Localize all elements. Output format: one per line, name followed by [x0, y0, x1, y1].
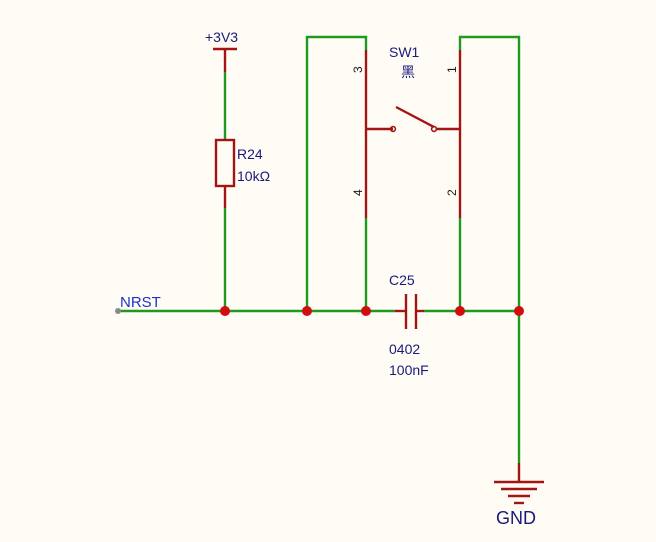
- switch-ref: SW1: [389, 44, 420, 60]
- power-symbol-3v3: +3V3: [205, 29, 238, 72]
- junction-sw-pin4: [361, 306, 371, 316]
- switch-value: 黑: [401, 64, 415, 80]
- junction-gnd: [514, 306, 524, 316]
- net-label-nrst: NRST: [115, 294, 161, 314]
- capacitor-package: 0402: [389, 341, 420, 357]
- switch-pin-1: 1: [445, 66, 459, 73]
- resistor-r24: R24 10kΩ: [214, 138, 270, 208]
- junction-sw-pin2: [455, 306, 465, 316]
- ground-label: GND: [496, 508, 536, 528]
- capacitor-ref: C25: [389, 272, 415, 288]
- switch-pin-3: 3: [351, 66, 365, 73]
- resistor-ref: R24: [237, 146, 263, 162]
- capacitor-c25: C25 0402 100nF: [389, 272, 429, 378]
- resistor-value: 10kΩ: [237, 168, 270, 184]
- net-label: NRST: [120, 294, 161, 311]
- wire-left-loop: [305, 35, 368, 311]
- capacitor-value: 100nF: [389, 362, 429, 378]
- ground-symbol: GND: [494, 463, 544, 528]
- wires: [118, 35, 521, 463]
- junction-r24: [220, 306, 230, 316]
- junction-left-loop: [302, 306, 312, 316]
- wire-right-loop: [458, 35, 521, 463]
- power-label: +3V3: [205, 29, 238, 45]
- switch-pin-2: 2: [445, 189, 459, 196]
- junctions: [220, 306, 524, 316]
- switch-pin-4: 4: [351, 189, 365, 196]
- switch-sw1: SW1 黑 3 4 1 2: [351, 44, 462, 218]
